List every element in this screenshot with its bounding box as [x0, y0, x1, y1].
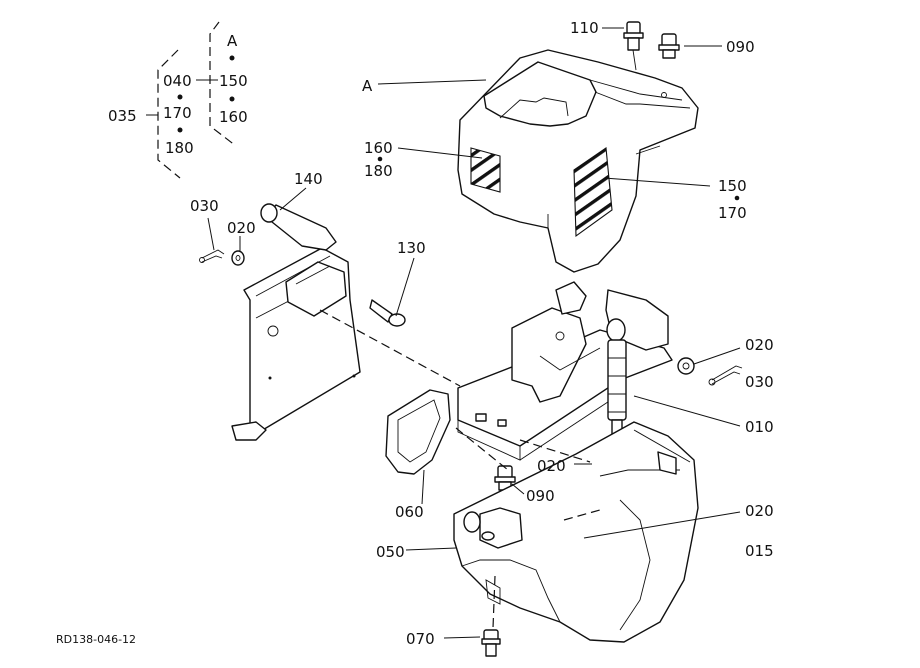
label-160-group: 160: [219, 108, 248, 126]
label-050: 050: [376, 543, 405, 561]
label-110: 110: [570, 19, 599, 37]
label-040: 040: [163, 72, 192, 90]
label-010: 010: [745, 418, 774, 436]
label-170-right: 170: [718, 204, 747, 222]
label-180-group: 180: [165, 139, 194, 157]
lower-console-part: [453, 421, 699, 643]
label-150-group: 150: [219, 72, 248, 90]
bolt-130-part: [369, 299, 406, 327]
label-035: 035: [108, 107, 137, 125]
label-020-left: 020: [227, 219, 256, 237]
washer-020-r1-part: [677, 357, 695, 375]
bolt-070-part: [481, 629, 501, 657]
console-cover-part: [457, 49, 699, 273]
label-150-right: 150: [718, 177, 747, 195]
reference-dots: [377, 156, 740, 201]
label-020-r1: 020: [745, 336, 774, 354]
cover-060-part: [385, 389, 451, 475]
label-070: 070: [406, 630, 435, 648]
pin-030-left-part: [199, 249, 225, 263]
drawing-code: RD138-046-12: [56, 633, 136, 646]
label-090-top: 090: [726, 38, 755, 56]
label-a-side: A: [362, 77, 373, 95]
label-060: 060: [395, 503, 424, 521]
label-160-left: 160: [364, 139, 393, 157]
label-090-mid: 090: [526, 487, 555, 505]
label-030-left: 030: [190, 197, 219, 215]
label-170-group: 170: [163, 104, 192, 122]
label-020-mid: 020: [537, 457, 566, 475]
leader-lines: [207, 27, 741, 639]
label-180-left: 180: [364, 162, 393, 180]
pedal-arm-part: [260, 203, 347, 317]
label-a-group: A: [227, 32, 238, 50]
bolt-090-top-part: [658, 33, 680, 59]
pin-030-right-part: [708, 365, 743, 386]
bolt-110-part: [623, 21, 644, 71]
washer-020-left-part: [231, 250, 245, 266]
label-020-r2: 020: [745, 502, 774, 520]
label-130: 130: [397, 239, 426, 257]
label-030-right: 030: [745, 373, 774, 391]
label-140: 140: [294, 170, 323, 188]
part-labels: 110 090 A A 150 160 040 170 180 035 160 …: [56, 19, 774, 648]
label-015: 015: [745, 542, 774, 560]
group-bracket: [146, 21, 237, 179]
